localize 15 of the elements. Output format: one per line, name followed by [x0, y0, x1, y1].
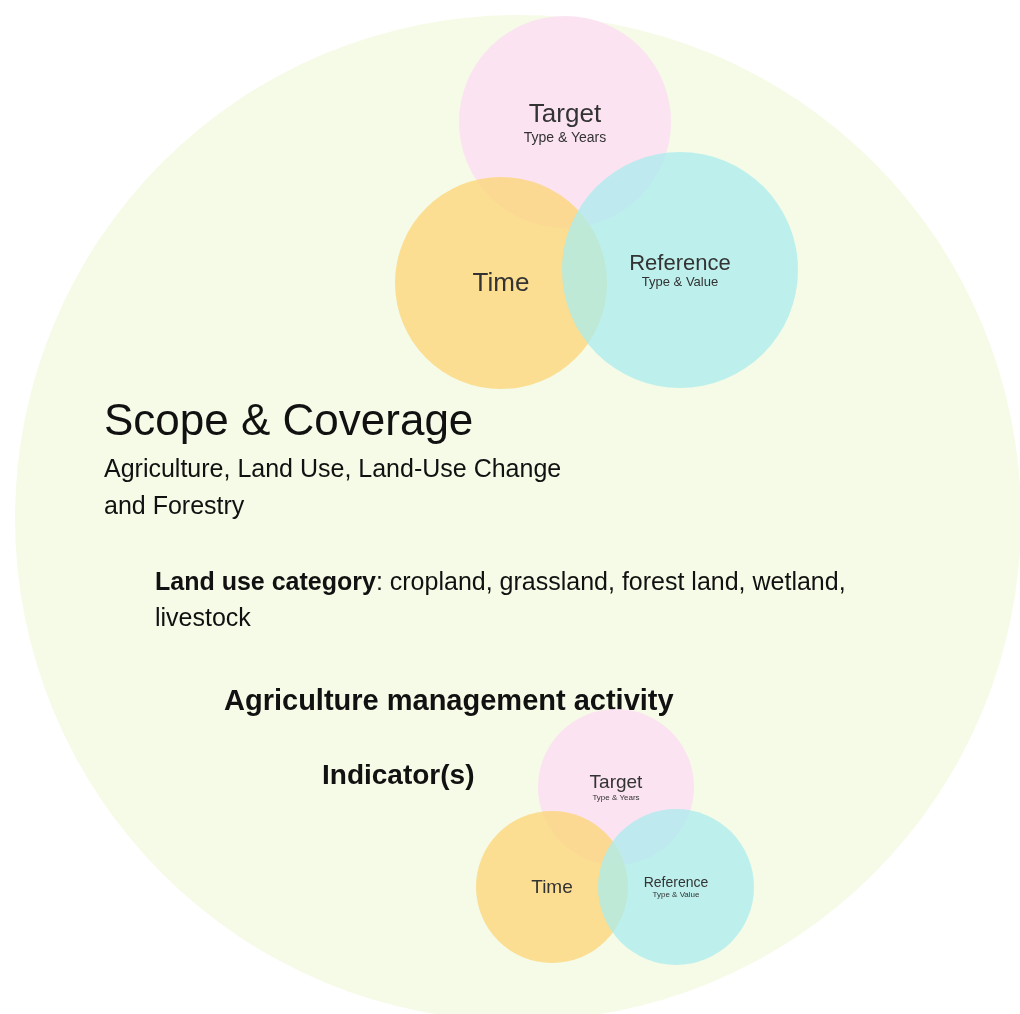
land-use-category-text: Land use category: cropland, grassland, forest land, wetland, livestock [155, 566, 847, 633]
circle-subtitle: Type & Value [641, 275, 719, 291]
circle-title: Reference [629, 249, 731, 276]
activity-heading: Agriculture management activity [224, 683, 675, 718]
indicator-heading: Indicator(s) [322, 758, 476, 792]
circle-title: Time [472, 268, 530, 298]
circle-subtitle: Type & Years [523, 128, 607, 145]
circle-title: Target [589, 771, 643, 794]
scope-description: Agriculture, Land Use, Land-Use Change and Forestry [104, 453, 563, 521]
circle-title: Target [528, 99, 602, 129]
circle-subtitle: Type & Years [592, 793, 640, 803]
section-heading: Scope & Coverage [104, 394, 475, 446]
circle-subtitle: Type & Value [652, 890, 700, 900]
circle-title: Time [531, 876, 573, 898]
circle-title: Reference [643, 874, 709, 891]
